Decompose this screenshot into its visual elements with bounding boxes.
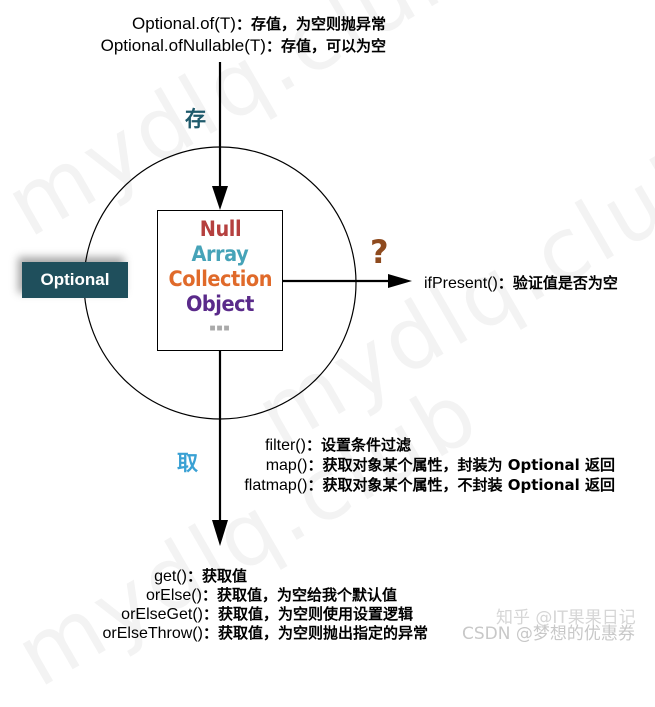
check-arrow-head-icon — [388, 274, 412, 288]
separator: ： — [497, 274, 513, 292]
separator: ： — [186, 567, 202, 585]
method-name: map() — [265, 457, 308, 474]
method-name: orElse() — [145, 587, 202, 604]
store-method-line: Optional.ofNullable(T)：存值，可以为空 — [101, 35, 386, 56]
method-name: flatmap() — [244, 477, 308, 494]
type-null: Null — [199, 217, 241, 241]
separator: ： — [305, 436, 321, 454]
method-description: 验证值是否为空 — [512, 274, 618, 292]
method-name: orElseThrow() — [102, 625, 203, 642]
separator: ： — [265, 37, 281, 55]
method-description: 获取值，为空则使用设置逻辑 — [217, 605, 413, 623]
store-label: 存 — [185, 107, 206, 131]
take-arrow-head-icon — [212, 520, 228, 546]
method-name: orElseGet() — [121, 606, 203, 623]
transform-method-line: map()：获取对象某个属性，封装为 Optional 返回 — [266, 454, 615, 475]
optional-badge-label: Optional — [40, 270, 110, 289]
type-array: Array — [191, 242, 249, 266]
zhihu-credit: 知乎 @IT果果日记 — [496, 608, 636, 628]
method-description: 存值，可以为空 — [280, 37, 386, 55]
type-collection: Collection — [168, 267, 272, 291]
store-arrow-head-icon — [212, 186, 228, 210]
method-name: Optional.ofNullable(T) — [100, 36, 266, 55]
separator: ： — [202, 605, 218, 623]
transform-method-line: filter()：设置条件过滤 — [265, 434, 411, 455]
transform-method-line: flatmap()：获取对象某个属性，不封装 Optional 返回 — [244, 474, 615, 495]
separator: ： — [235, 15, 251, 33]
value-types-box: Null Array Collection Object ■■■ — [157, 210, 283, 351]
type-object: Object — [186, 292, 254, 316]
method-description: 获取对象某个属性，不封装 Optional 返回 — [322, 476, 616, 494]
question-mark-icon: ? — [370, 233, 389, 271]
method-name: get() — [154, 568, 187, 585]
method-description: 获取值，为空给我个默认值 — [216, 586, 397, 604]
store-method-line: Optional.of(T)：存值，为空则抛异常 — [132, 13, 386, 34]
optional-badge: Optional — [22, 262, 128, 298]
method-name: ifPresent() — [424, 275, 498, 292]
getter-method-line: orElse()：获取值，为空给我个默认值 — [146, 584, 397, 605]
method-description: 存值，为空则抛异常 — [250, 15, 386, 33]
method-description: 设置条件过滤 — [320, 436, 411, 454]
ellipsis-icon: ■■■ — [209, 323, 231, 334]
method-name: filter() — [265, 437, 306, 454]
take-label: 取 — [177, 451, 198, 475]
getter-method-line: get()：获取值 — [154, 565, 247, 586]
separator: ： — [202, 624, 218, 642]
getter-method-line: orElseGet()：获取值，为空则使用设置逻辑 — [121, 603, 413, 624]
check-method-line: ifPresent()：验证值是否为空 — [424, 272, 618, 293]
diagram-lines — [83, 62, 412, 546]
method-description: 获取值 — [201, 567, 247, 585]
separator: ： — [201, 586, 217, 604]
method-description: 获取值，为空则抛出指定的异常 — [217, 624, 428, 642]
csdn-credit: CSDN @梦想的优惠券 — [462, 624, 635, 644]
separator: ： — [307, 456, 323, 474]
separator: ： — [307, 476, 323, 494]
method-name: Optional.of(T) — [132, 14, 236, 33]
method-description: 获取对象某个属性，封装为 Optional 返回 — [322, 456, 616, 474]
getter-method-line: orElseThrow()：获取值，为空则抛出指定的异常 — [103, 622, 429, 643]
